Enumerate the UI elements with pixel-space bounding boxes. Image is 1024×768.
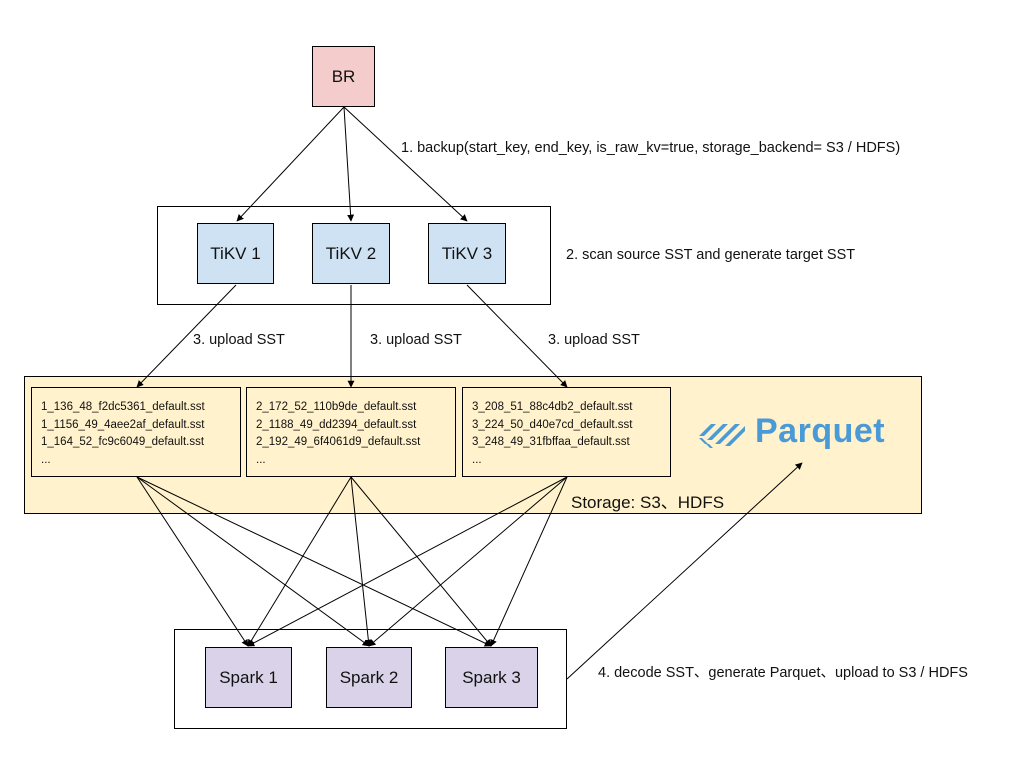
parquet-icon xyxy=(699,423,745,448)
arrow-group3-spark1 xyxy=(247,476,568,647)
sst-file-group-1: 1_136_48_f2dc5361_default.sst 1_1156_49_… xyxy=(31,387,241,477)
arrow-group2-spark2 xyxy=(350,476,372,647)
tikv-node-1-label: TiKV 1 xyxy=(210,243,261,263)
sst-file-group-3: 3_208_51_88c4db2_default.sst 3_224_50_d4… xyxy=(462,387,671,477)
sst-file-ellipsis: ... xyxy=(41,453,51,466)
parquet-label: Parquet xyxy=(755,412,886,450)
backup-step-label: 1. backup(start_key, end_key, is_raw_kv=… xyxy=(401,140,901,156)
upload-label-1: 3. upload SST xyxy=(193,332,285,348)
upload-label-2: 3. upload SST xyxy=(370,332,462,348)
sst-file-ellipsis: ... xyxy=(256,453,266,466)
spark-node-3-label: Spark 3 xyxy=(462,667,521,687)
storage-label: Storage: S3、HDFS xyxy=(571,493,725,512)
upload-label-3: 3. upload SST xyxy=(548,332,640,348)
parquet-logo: Parquet xyxy=(697,412,885,451)
sst-file: 2_1188_49_dd2394_default.sst xyxy=(256,418,417,431)
scan-step-label: 2. scan source SST and generate target S… xyxy=(566,247,856,263)
arrow-group1-spark2 xyxy=(136,476,370,647)
arrow-group3-spark2 xyxy=(368,476,568,647)
spark-node-2[interactable]: Spark 2 xyxy=(326,647,412,708)
decode-step-label: 4. decode SST、generate Parquet、upload to… xyxy=(598,665,968,681)
tikv-node-3-label: TiKV 3 xyxy=(441,243,493,263)
sst-file-group-2: 2_172_52_110b9de_default.sst 2_1188_49_d… xyxy=(246,387,456,477)
br-label: BR xyxy=(331,66,356,86)
sst-file: 1_164_52_fc9c6049_default.sst xyxy=(41,436,205,448)
tikv-node-2-label: TiKV 2 xyxy=(325,243,377,263)
arrow-group3-spark3 xyxy=(490,476,568,647)
spark-node-1[interactable]: Spark 1 xyxy=(205,647,292,708)
sst-file: 1_1156_49_4aee2af_default.sst xyxy=(41,418,205,431)
spark-node-3[interactable]: Spark 3 xyxy=(445,647,538,708)
sst-file: 2_172_52_110b9de_default.sst xyxy=(256,401,417,413)
arrow-group1-spark1 xyxy=(136,476,249,647)
sst-file: 1_136_48_f2dc5361_default.sst xyxy=(41,401,205,413)
tikv-node-2[interactable]: TiKV 2 xyxy=(312,223,390,284)
arrow-br-tikv2 xyxy=(343,106,355,222)
arrow-tikv1-upload xyxy=(136,284,237,388)
spark-node-1-label: Spark 1 xyxy=(219,667,278,687)
arrow-br-tikv1 xyxy=(236,106,345,222)
arrow-br-tikv3 xyxy=(343,106,468,222)
tikv-node-3[interactable]: TiKV 3 xyxy=(428,223,506,284)
arrow-tikv3-upload xyxy=(466,284,568,388)
sst-file: 3_224_50_d40e7cd_default.sst xyxy=(472,418,633,431)
arrow-spark-parquet xyxy=(566,462,803,680)
tikv-node-1[interactable]: TiKV 1 xyxy=(197,223,274,284)
br-node[interactable]: BR xyxy=(312,46,375,107)
sst-file: 3_208_51_88c4db2_default.sst xyxy=(472,401,633,413)
arrow-group2-spark3 xyxy=(350,476,492,647)
spark-node-2-label: Spark 2 xyxy=(339,667,399,687)
arrow-group2-spark1 xyxy=(247,476,352,647)
sst-file-ellipsis: ... xyxy=(472,453,482,466)
arrow-group1-spark3 xyxy=(136,476,492,647)
sst-file: 2_192_49_6f4061d9_default.sst xyxy=(256,436,421,448)
sst-file: 3_248_49_31fbffaa_default.sst xyxy=(472,436,630,448)
